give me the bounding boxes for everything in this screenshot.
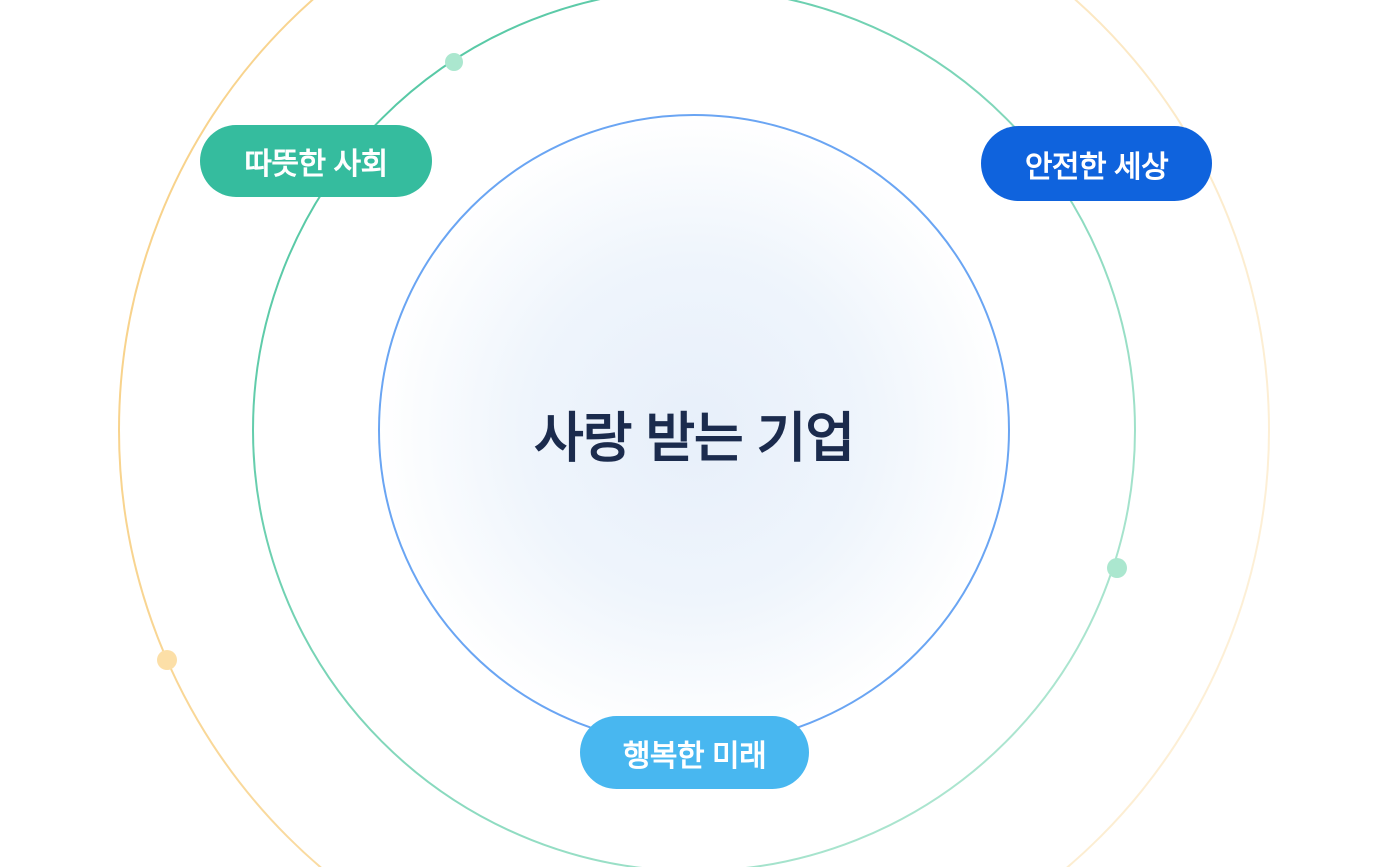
center-title: 사랑 받는 기업 <box>533 408 855 469</box>
badge-happy-future-label: 행복한 미래 <box>622 739 767 773</box>
orbit-dot-green-top-icon <box>445 53 463 71</box>
badge-warm-society-label: 따뜻한 사회 <box>244 148 388 181</box>
badge-safe-world: 안전한 세상 <box>981 126 1212 201</box>
middle-orbit-circle <box>252 0 1136 867</box>
orbit-dot-yellow-left-icon <box>157 650 177 670</box>
outer-orbit-circle <box>118 0 1270 867</box>
badge-safe-world-label: 안전한 세상 <box>1024 150 1169 184</box>
orbit-dot-green-right-icon <box>1107 558 1127 578</box>
badge-warm-society: 따뜻한 사회 <box>200 125 432 197</box>
badge-happy-future: 행복한 미래 <box>580 716 809 789</box>
